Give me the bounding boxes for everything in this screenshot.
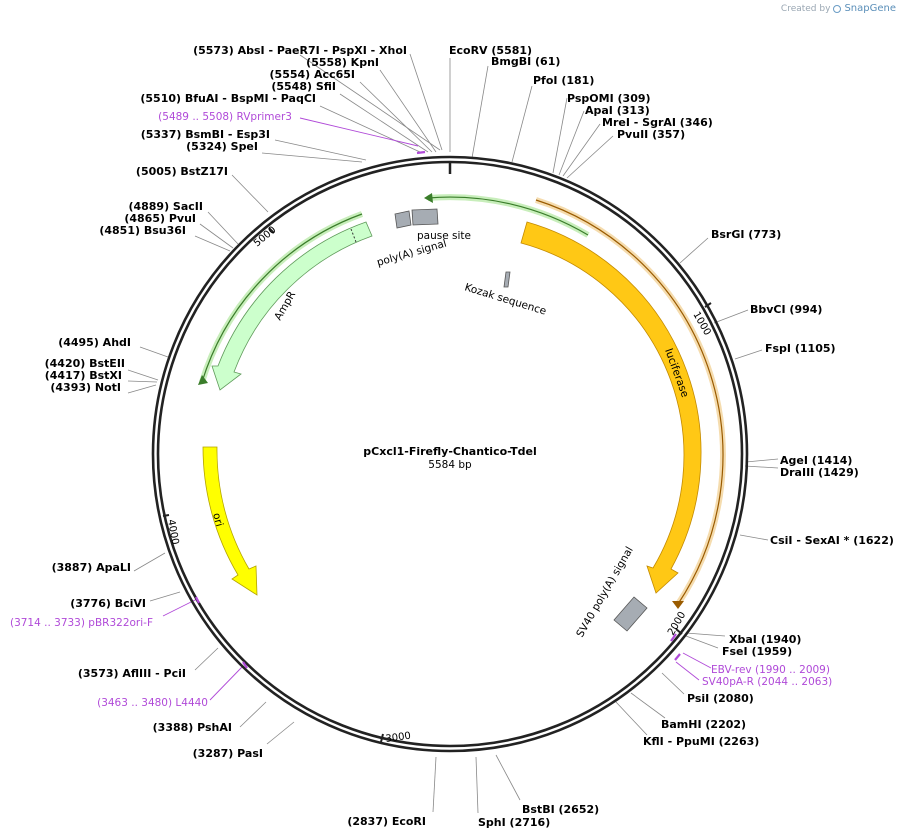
tick-label-4000: 4000 (165, 519, 180, 546)
ampr-direction-arrowhead (198, 375, 208, 385)
feature-sv40-polya[interactable] (613, 596, 648, 632)
site-label-spei[interactable]: (5324) SpeI (186, 140, 258, 153)
feature-luciferase[interactable] (520, 221, 702, 594)
primer-label-rvprimer3[interactable]: (5489 .. 5508) RVprimer3 (158, 111, 292, 123)
site-label-ecori[interactable]: (2837) EcoRI (347, 815, 426, 828)
tick-label-3000: 3000 (385, 731, 412, 745)
site-labels-left: (5573) AbsI - PaeR7I - PspXI - XhoI (555… (45, 44, 426, 828)
feature-ori[interactable] (202, 446, 258, 596)
site-label-pfoi[interactable]: PfoI (181) (533, 74, 594, 87)
feature-pause-site[interactable] (411, 208, 439, 226)
site-label-ahdi[interactable]: (4495) AhdI (58, 336, 131, 349)
site-label-pasi[interactable]: (3287) PasI (193, 747, 263, 760)
feature-ampr[interactable] (211, 221, 373, 391)
site-label-sexai-group[interactable]: CsiI - SexAI * (1622) (770, 534, 894, 547)
credit-prefix: Created by (780, 3, 831, 14)
site-label-fspi[interactable]: FspI (1105) (765, 342, 836, 355)
top-direction-arrowhead (424, 193, 433, 203)
site-label-bcivi[interactable]: (3776) BciVI (70, 597, 146, 610)
site-label-sgrai-group[interactable]: MreI - SgrAI (346) (602, 116, 713, 129)
primer-label-pbr322ori-f[interactable]: (3714 .. 3733) pBR322ori-F (10, 617, 153, 629)
site-label-sphi[interactable]: SphI (2716) (478, 816, 550, 829)
site-label-ppumi-group[interactable]: KflI - PpuMI (2263) (643, 735, 759, 748)
site-label-bstbi[interactable]: BstBI (2652) (522, 803, 599, 816)
luciferase-direction-arrowhead (672, 601, 684, 609)
site-label-apali[interactable]: (3887) ApaLI (52, 561, 131, 574)
plasmid-name: pCxcl1-Firefly-Chantico-Tdel (363, 445, 536, 458)
site-label-fsei[interactable]: FseI (1959) (722, 645, 792, 658)
site-label-ecorv[interactable]: EcoRV (5581) (449, 44, 532, 57)
backbone-inner (156, 160, 744, 748)
site-label-xhoi-group[interactable]: (5573) AbsI - PaeR7I - PspXI - XhoI (193, 44, 407, 57)
site-label-xbai[interactable]: XbaI (1940) (729, 633, 801, 646)
feature-kozak[interactable] (503, 271, 511, 288)
site-label-sfii[interactable]: (5548) SfiI (271, 80, 336, 93)
site-label-paqci-group[interactable]: (5510) BfuAI - BspMI - PaqCI (140, 92, 316, 105)
site-label-apai[interactable]: ApaI (313) (585, 104, 650, 117)
primer-marks (195, 150, 681, 669)
site-label-sacii[interactable]: (4889) SacII (128, 200, 203, 213)
primer-label-sv40pa-r[interactable]: SV40pA-R (2044 .. 2063) (702, 676, 832, 688)
primer-label-ebv-rev[interactable]: EBV-rev (1990 .. 2009) (711, 664, 830, 676)
backbone-outer (151, 155, 749, 753)
site-label-bstz17i[interactable]: (5005) BstZ17I (136, 165, 228, 178)
site-label-pcii-group[interactable]: (3573) AflIII - PciI (78, 667, 186, 680)
feature-polya-signal[interactable] (394, 210, 412, 229)
site-label-esp3i-group[interactable]: (5337) BsmBI - Esp3I (141, 128, 270, 141)
site-label-bmgbi[interactable]: BmgBI (61) (491, 55, 560, 68)
site-label-bsrgi[interactable]: BsrGI (773) (711, 228, 781, 241)
site-label-draiii[interactable]: DraIII (1429) (780, 466, 859, 479)
primer-label-l4440[interactable]: (3463 .. 3480) L4440 (97, 697, 208, 709)
snapgene-credit: Created by SnapGene (781, 3, 896, 14)
site-leader-lines (127, 53, 779, 814)
tick-label-2000: 2000 (666, 610, 688, 638)
feature-label-pause-site: pause site (417, 230, 471, 242)
primer-labels: (5489 .. 5508) RVprimer3 (3714 .. 3733) … (10, 111, 832, 709)
site-label-kpni[interactable]: (5558) KpnI (306, 56, 379, 69)
site-label-bsteii[interactable]: (4420) BstEII (45, 357, 125, 370)
site-label-pvui[interactable]: (4865) PvuI (124, 212, 196, 225)
snapgene-logo-icon (833, 4, 842, 13)
feature-label-polya-signal: poly(A) signal (376, 238, 449, 269)
site-label-agei[interactable]: AgeI (1414) (780, 454, 852, 467)
site-label-pshai[interactable]: (3388) PshAI (153, 721, 232, 734)
site-label-pvuii[interactable]: PvuII (357) (617, 128, 685, 141)
site-label-bstxi[interactable]: (4417) BstXI (45, 369, 122, 382)
site-labels-right: SphI (2716) BstBI (2652) KflI - PpuMI (2… (449, 44, 894, 829)
site-label-acc65i[interactable]: (5554) Acc65I (270, 68, 355, 81)
credit-brand: SnapGene (844, 3, 896, 14)
feature-label-ori: ori (210, 512, 225, 528)
site-label-psii[interactable]: PsiI (2080) (687, 692, 754, 705)
site-label-bamhi[interactable]: BamHI (2202) (661, 718, 746, 731)
site-label-bbvci[interactable]: BbvCI (994) (750, 303, 822, 316)
site-label-bsu36i[interactable]: (4851) Bsu36I (99, 224, 186, 237)
site-label-pspomi[interactable]: PspOMI (309) (567, 92, 651, 105)
plasmid-length: 5584 bp (428, 459, 472, 471)
site-label-noti[interactable]: (4393) NotI (50, 381, 121, 394)
